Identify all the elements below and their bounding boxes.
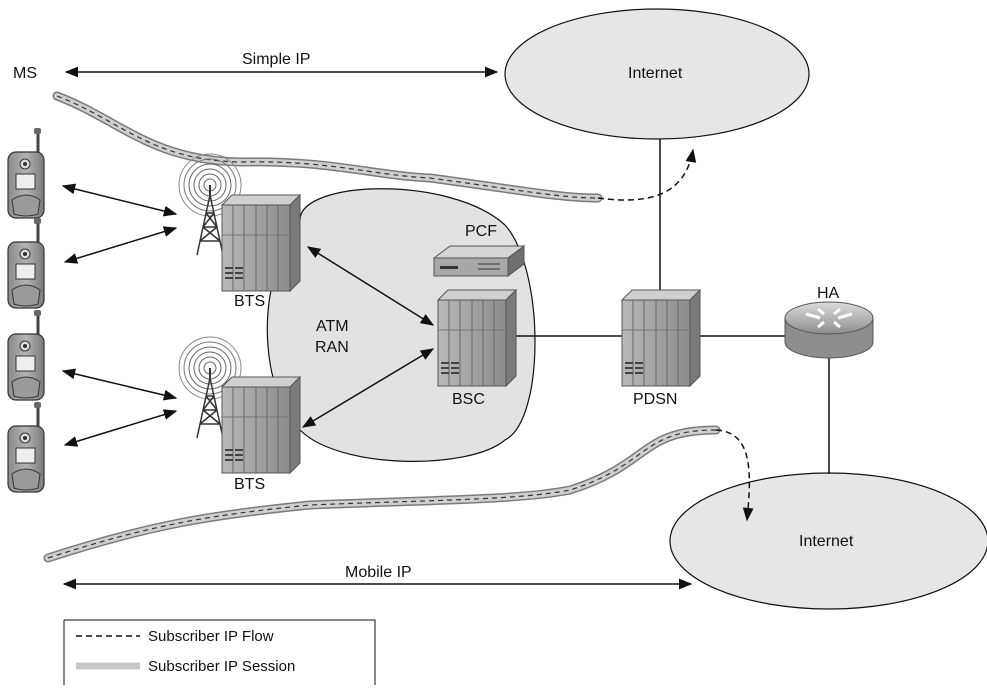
arrow-bts-top-bsc <box>306 246 435 326</box>
subscriber-ip-flow-top <box>597 148 697 201</box>
legend-flow-label: Subscriber IP Flow <box>148 628 274 645</box>
internet-top-label: Internet <box>628 65 683 82</box>
subscriber-ip-flow-bottom <box>715 429 754 522</box>
mobile-phone-icon <box>6 308 46 402</box>
pdsn-server-icon <box>621 289 701 387</box>
internet-bottom-label: Internet <box>799 533 854 550</box>
bts-top-label: BTS <box>234 293 265 310</box>
arrow-bts-bottom-bsc <box>301 348 435 428</box>
router-icon <box>784 301 874 359</box>
legend: Subscriber IP Flow Subscriber IP Session <box>63 619 376 685</box>
pcf-label: PCF <box>465 223 497 240</box>
mobile-phone-icon <box>6 400 46 494</box>
bts-bottom-server-icon <box>221 376 301 474</box>
bts-bottom-label: BTS <box>234 476 265 493</box>
subscriber-ip-session-bottom <box>43 425 721 563</box>
mobile-phone-icon <box>6 216 46 310</box>
bsc-server-icon <box>437 289 517 387</box>
arrow-ms3-bts <box>61 368 178 401</box>
atm-label: ATM <box>316 318 349 335</box>
subscriber-ip-session-top <box>52 91 603 203</box>
bsc-label: BSC <box>452 391 485 408</box>
ran-label: RAN <box>315 339 349 356</box>
internet-cloud-top <box>504 8 810 140</box>
ha-label: HA <box>817 285 840 302</box>
mobile-ip-label: Mobile IP <box>345 564 412 581</box>
pcf-box-icon <box>432 245 526 277</box>
mobile-phone-icon <box>6 126 46 220</box>
legend-session-label: Subscriber IP Session <box>148 658 295 675</box>
arrow-ms4-bts <box>63 409 178 447</box>
arrow-ms2-bts <box>63 226 178 264</box>
arrow-ms1-bts <box>61 183 178 217</box>
bts-top-server-icon <box>221 194 301 292</box>
pdsn-label: PDSN <box>633 391 677 408</box>
simple-ip-label: Simple IP <box>242 51 310 68</box>
ms-label: MS <box>13 65 37 82</box>
